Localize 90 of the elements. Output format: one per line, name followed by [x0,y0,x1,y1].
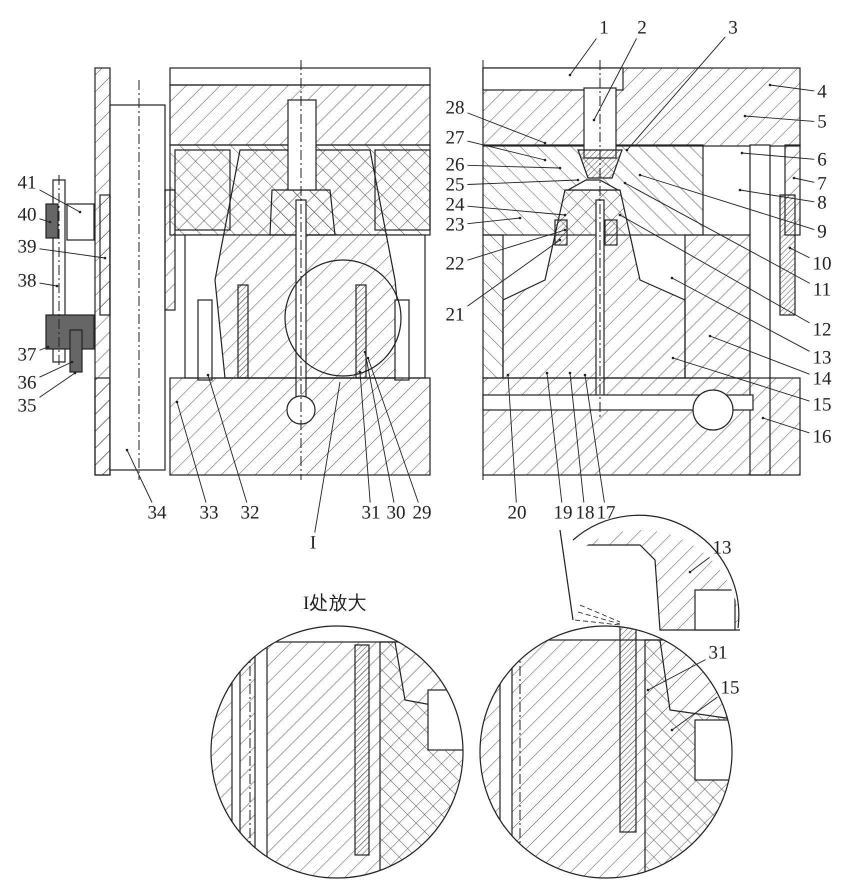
callout-number: 11 [812,280,832,300]
callout-number: 13 [712,538,732,558]
leader-line [366,356,419,503]
callout-number: 8 [817,194,827,212]
leader-line [688,556,710,574]
leader-line [467,178,580,185]
leader-line [618,214,810,324]
callout-number: 13 [812,348,832,368]
leader-line [626,36,726,152]
leader-line [314,382,340,533]
callout-number: 7 [817,174,827,194]
leader-line [546,372,562,503]
leader-line [506,374,517,503]
callout-number: 16 [812,428,832,446]
leader-line [568,372,584,503]
callout-number: 32 [240,504,260,522]
callout-number: 14 [812,370,832,388]
leader-line [762,416,810,434]
callout-number: 25 [446,176,464,194]
leader-line [624,182,810,284]
leader-line [568,38,597,76]
callout-number: 24 [446,196,464,214]
leader-line [39,372,76,398]
leader-line [738,188,815,202]
leader-line [39,189,82,214]
callout-number: 40 [18,206,36,224]
callout-number: 15 [720,678,740,698]
callout-number: 27 [446,128,464,148]
leader-line [592,38,637,122]
leader-line [467,164,562,170]
callout-number: 22 [446,254,464,274]
callout-number: 34 [148,504,166,522]
leader-line [467,140,546,162]
leader-line [39,218,52,224]
callout-number: 37 [18,346,36,364]
leader-line [792,176,815,183]
callout-number: 31 [708,644,728,662]
detail-title: I处放大 [303,594,366,614]
callout-number: 20 [508,504,526,522]
leader-line [740,152,815,160]
callout-number: 12 [812,320,832,340]
callout-number: 30 [386,504,406,522]
callout-number: 41 [18,174,36,192]
leader-line [467,216,522,224]
callout-number: 17 [596,504,616,522]
callout-number: 28 [446,98,464,118]
leader-line [364,350,394,503]
callout-number: 35 [18,396,36,416]
leader-line [467,238,562,307]
callout-number: 31 [362,504,380,522]
callout-number: 33 [200,504,218,522]
leader-line [126,448,152,503]
callout-number: 9 [817,222,827,242]
callout-number: 3 [728,18,738,38]
leader-line [39,346,50,351]
leader-line [768,84,815,92]
leader-line [670,696,718,732]
callout-number: 36 [18,374,36,392]
callout-number: I [310,534,316,552]
leader-line [584,374,605,503]
leader-line [39,360,74,378]
leader-line [206,374,248,503]
callout-number: 18 [576,504,594,522]
leader-line [638,174,815,230]
callout-number: 23 [446,216,464,234]
leader-line [672,356,810,402]
leader-line [788,246,810,258]
callout-number: 38 [18,272,36,290]
leader-line [467,112,546,144]
callout-number: 2 [637,18,647,38]
leader-line [670,276,810,352]
callout-number: 6 [817,150,827,170]
leader-line [744,114,815,122]
callout-number: 21 [446,306,464,324]
leader-line [467,228,566,261]
callout-number: 39 [18,238,36,256]
leader-line [708,334,810,375]
callout-number: 26 [446,156,464,174]
callout-number: 29 [412,504,432,522]
leader-line [176,400,206,503]
callout-number: 4 [817,82,827,102]
leader-line [39,248,106,260]
callout-number: 19 [554,504,572,522]
callout-number: 15 [812,396,832,414]
callout-number: 5 [817,112,827,132]
callout-number: 10 [812,254,832,274]
leader-line [467,206,566,216]
leader-line [358,370,371,503]
leader-line [39,282,58,288]
callout-number: 1 [599,18,609,38]
